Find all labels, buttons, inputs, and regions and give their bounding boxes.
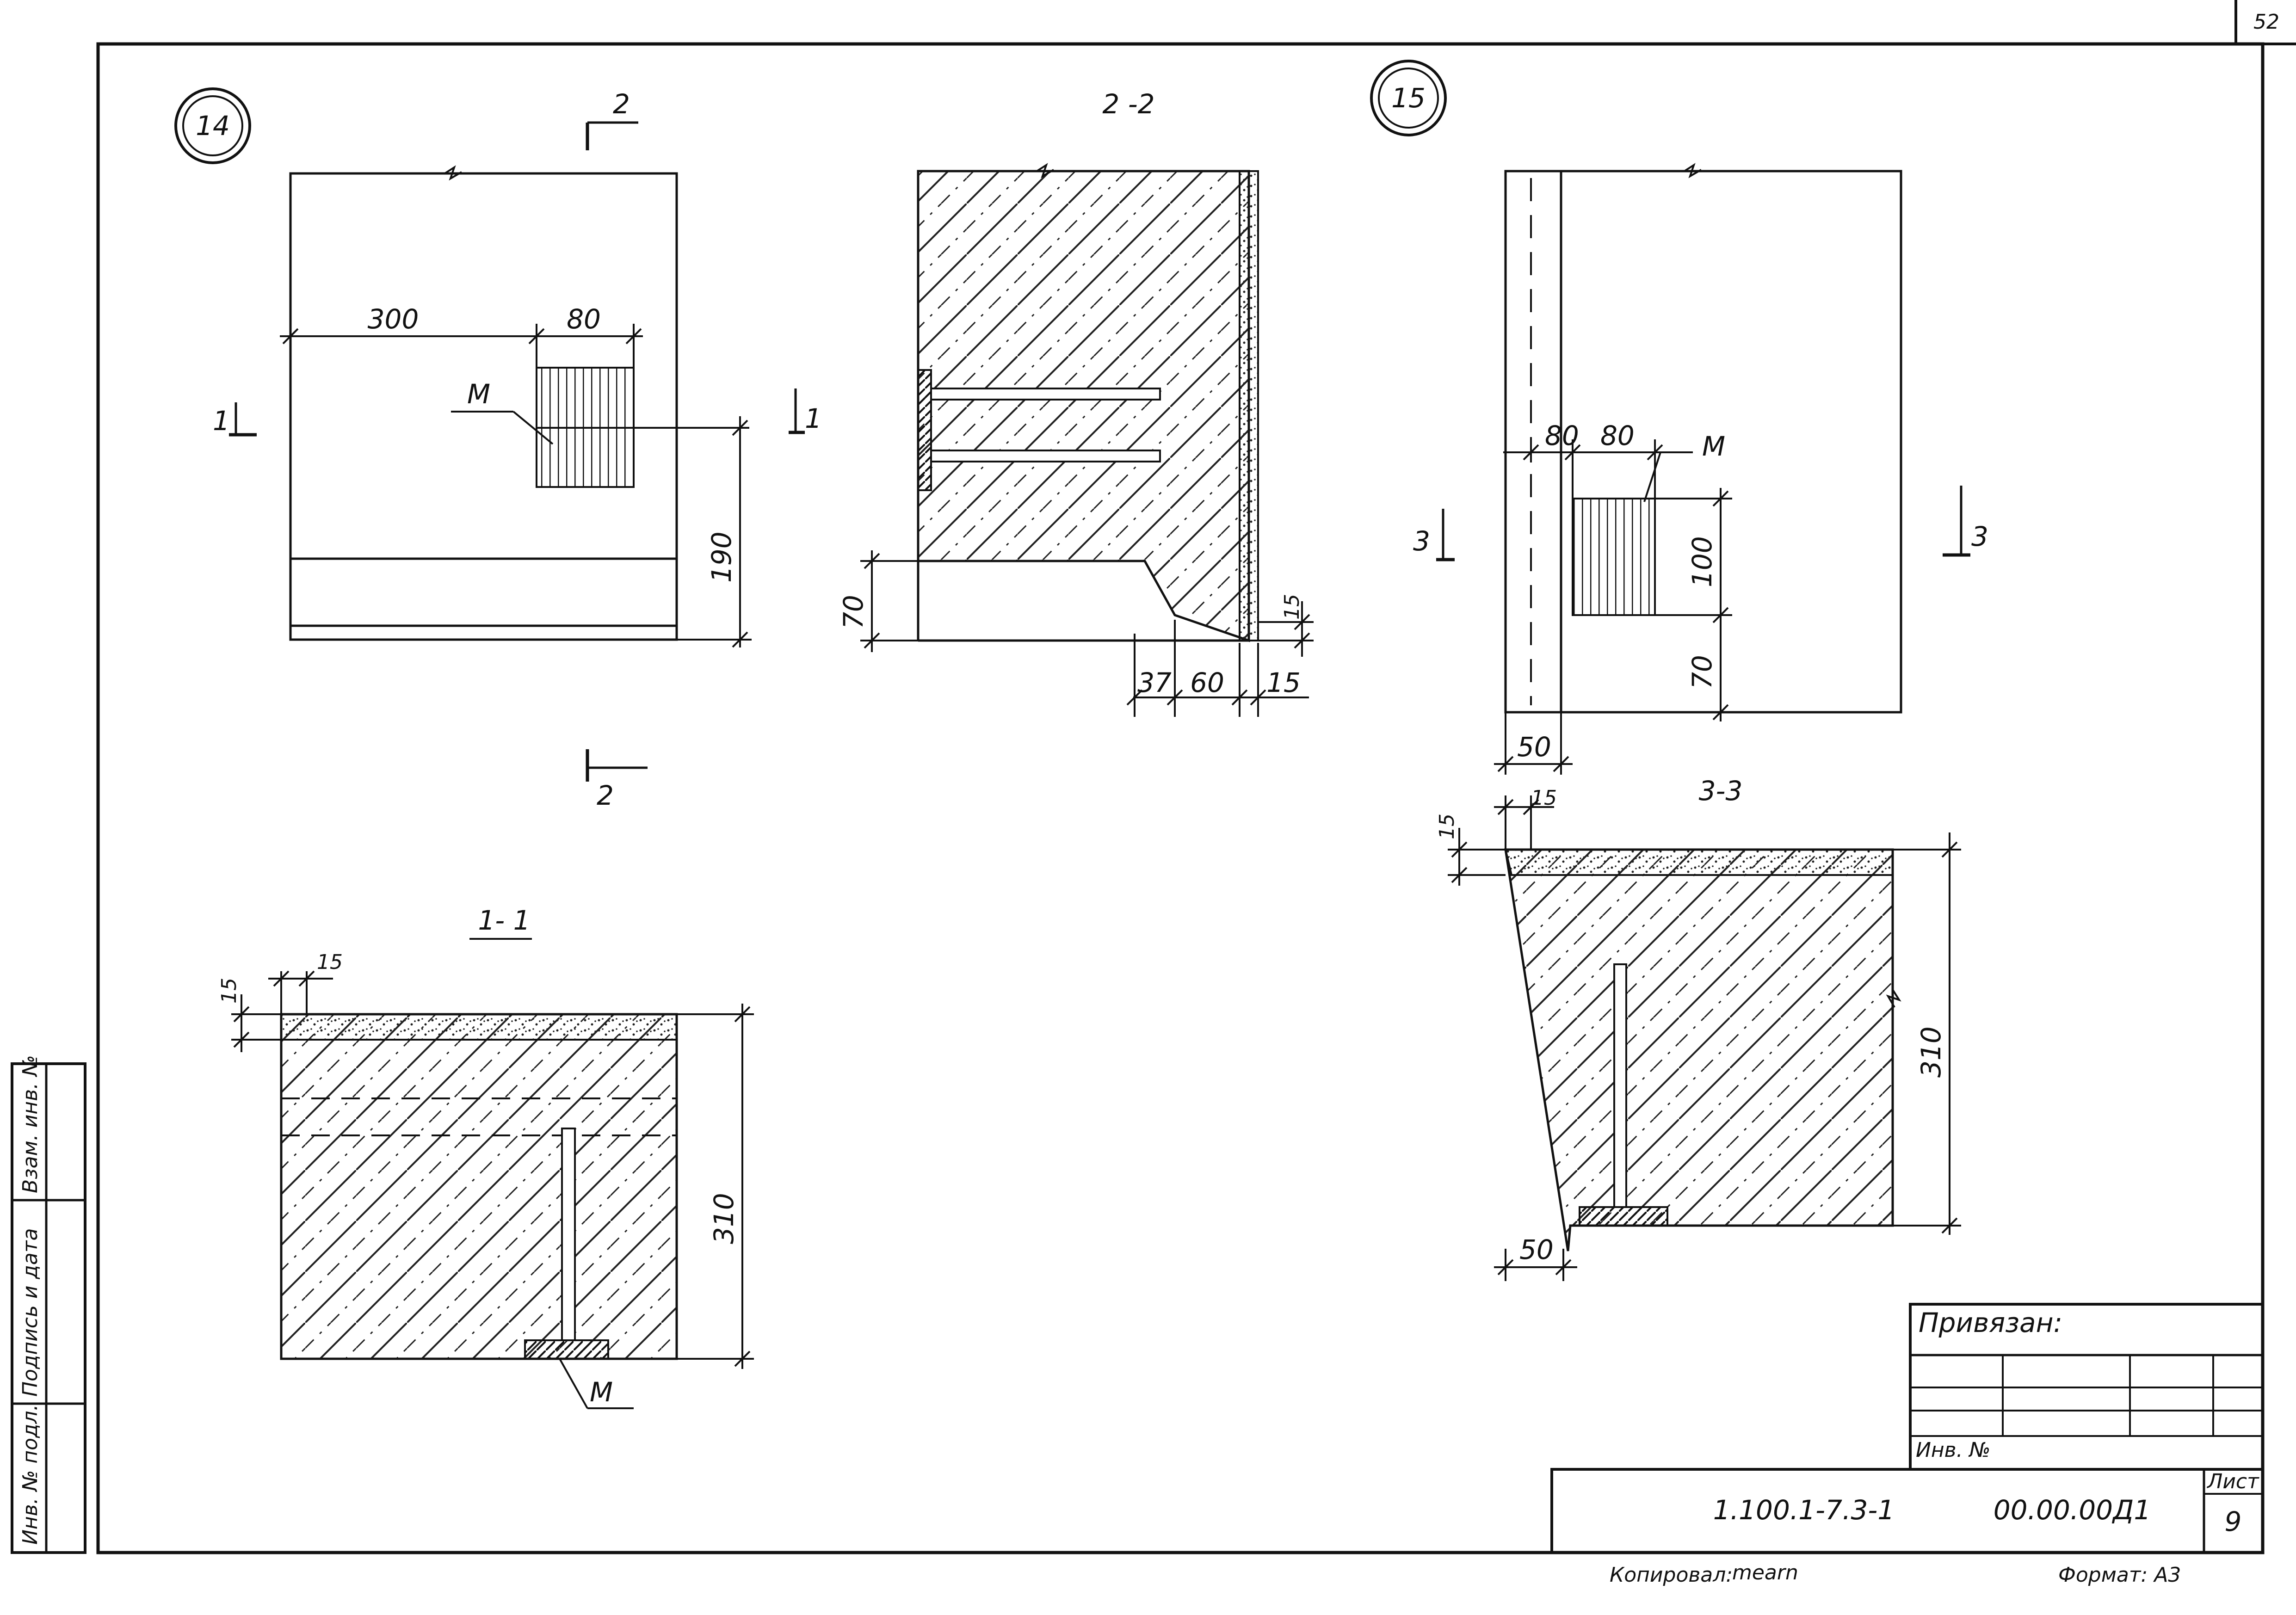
section-1-1-title: 1- 1 [478, 905, 530, 936]
section-2-2: 2 -2 70 37 60 15 15 [838, 88, 1314, 717]
dim-15-side: 15 [1280, 594, 1304, 620]
dim-50-15: 50 [1517, 731, 1551, 763]
dim-190: 190 [706, 531, 737, 583]
left-stamp-strip: Инв. № подл. Подпись и дата Взам. инв. № [11, 1055, 86, 1554]
dim-50-33: 50 [1519, 1234, 1554, 1265]
dim-37: 37 [1137, 667, 1172, 698]
finish-layer [1239, 170, 1259, 641]
sheet-label: Лист [2206, 1470, 2259, 1493]
dim-15-vertical: 15 [217, 978, 241, 1004]
section-2-2-title: 2 -2 [1102, 88, 1154, 120]
sheet-frame: 52 [96, 0, 2296, 1554]
doc-code: 1.100.1-7.3-1 [1713, 1494, 1895, 1526]
section-mark-2-top: 2 [613, 88, 630, 120]
section-1-1: 1- 1 М 15 15 310 [217, 905, 754, 1409]
embed-plate-section [1579, 1206, 1668, 1227]
title-block: Привязан: Инв. № Лист 9 1.100.1-7.3-1 00… [1550, 1303, 2264, 1587]
anchor-rod [1613, 963, 1627, 1208]
dim-100: 100 [1686, 536, 1718, 587]
finish-layer [1504, 849, 1894, 876]
node-14-number: 14 [196, 110, 230, 142]
embed-label-m: М [467, 378, 490, 410]
dim-15-vertical-33: 15 [1435, 814, 1459, 839]
dim-70: 70 [838, 595, 869, 629]
node-14-view: 14 300 80 190 М 2 2 1 [174, 87, 822, 811]
format-label: Формат: А3 [2058, 1563, 2181, 1587]
privyazan-label: Привязан: [1919, 1307, 2062, 1338]
sheet-corner-number: 52 [2253, 10, 2279, 34]
section-3-3: 3-3 15 15 310 50 [1435, 775, 1961, 1281]
embed-plate-section [524, 1339, 609, 1360]
dim-80-first: 80 [1545, 420, 1579, 451]
strip-label-signature-date: Подпись и дата [19, 1228, 42, 1397]
strip-label-inv-podl: Инв. № подл. [19, 1404, 42, 1545]
inv-no-label: Инв. № [1916, 1438, 1990, 1462]
section-mark-1-left: 1 [213, 405, 230, 437]
dim-310-33: 310 [1915, 1026, 1947, 1078]
dim-80-second: 80 [1600, 420, 1635, 451]
dim-15-horizontal: 15 [317, 950, 343, 974]
dim-70-15: 70 [1686, 655, 1718, 689]
section-mark-1-right: 1 [805, 403, 822, 434]
copied-signature: mearn [1732, 1561, 1798, 1584]
strip-label-replacement-inv: Взам. инв. № [19, 1055, 42, 1193]
break-mark [443, 165, 463, 181]
anchor-rod [561, 1128, 576, 1341]
embedded-plate [1572, 498, 1656, 616]
dim-15-bottom: 15 [1266, 667, 1301, 698]
anchor-rod [930, 450, 1161, 462]
embed-label-m-11: М [590, 1376, 613, 1408]
doc-number: 00.00.00Д1 [1994, 1494, 2151, 1526]
section-3-3-title: 3-3 [1699, 775, 1743, 807]
node-15-number: 15 [1391, 82, 1426, 114]
dim-60: 60 [1190, 667, 1224, 698]
section-mark-3-right: 3 [1971, 521, 1988, 552]
section-mark-3-left: 3 [1413, 525, 1430, 557]
dim-15-horizontal-33: 15 [1531, 786, 1557, 810]
dim-310-11: 310 [708, 1193, 740, 1244]
dim-80: 80 [567, 303, 601, 335]
copied-label: Копировал: [1610, 1563, 1733, 1587]
anchor-rod [930, 388, 1161, 401]
embed-label-m-15: М [1702, 431, 1725, 462]
section-mark-2-bottom: 2 [597, 780, 614, 811]
dim-300: 300 [368, 303, 419, 335]
node-15-view: 15 80 80 М 100 70 50 [1370, 60, 1988, 775]
finish-layer [280, 1013, 678, 1041]
sheet-number: 9 [2225, 1506, 2242, 1537]
embed-plate-section [917, 369, 932, 491]
